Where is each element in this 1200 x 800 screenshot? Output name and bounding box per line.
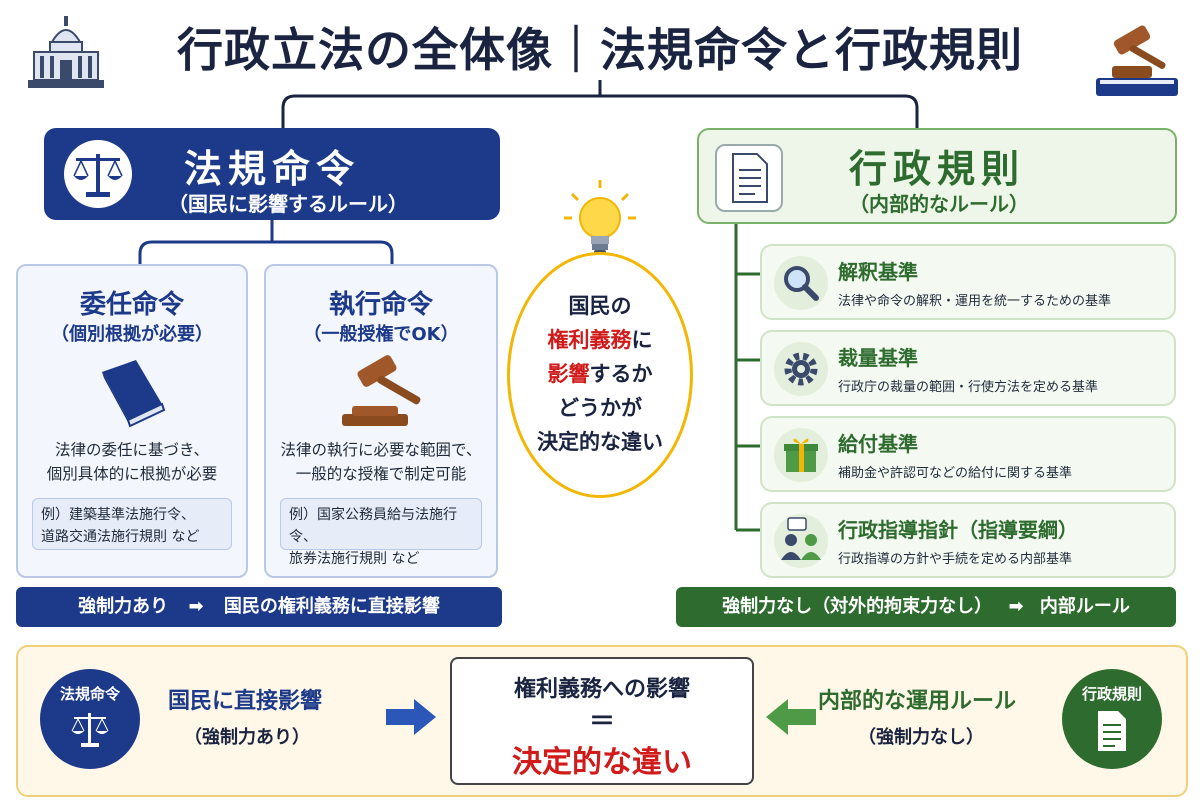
center-box-equals: ＝ [588,707,615,737]
summary-center-box: 権利義務への影響 ＝ 決定的な違い [450,657,754,785]
circle-label: 法規命令 [59,685,120,703]
card-example-line: 旅券法施行規則 など [289,551,420,567]
people-chat-icon [774,514,828,568]
card-desc-line: 一般的な授権で制定可能 [295,465,467,483]
bar-left-text: 強制力あり [78,596,169,617]
standard-title: 給付基準 [838,432,918,456]
page-title: 行政立法の全体像｜法規命令と行政規則 [177,23,1023,77]
oval-red: 権利義務 [547,328,632,352]
card-title: 執行命令 [328,290,433,320]
oval-text: に [631,328,653,352]
card-example: 例）国家公務員給与法施行令、 旅券法施行規則 など [280,498,482,567]
standard-item: 給付基準 補助金や許認可などの給付に関する基準 [760,416,1176,492]
center-box-top: 権利義務への影響 [513,677,690,702]
standard-title: 解釈基準 [838,260,918,284]
document-icon [715,144,783,212]
bar-right-text: 内部ルール [1039,596,1130,617]
oval-text: するか [589,362,653,386]
gear-icon [774,342,828,396]
key-difference-oval: 国民の 権利義務に 影響するか どうかが 決定的な違い [507,252,693,498]
gyosei-kisoku-header: 行政規則 （内部的なルール） [697,128,1177,224]
standard-item: 裁量基準 行政庁の裁量の範囲・行使方法を定める基準 [760,330,1176,406]
standard-desc: 行政庁の裁量の範囲・行使方法を定める基準 [838,380,1099,395]
scales-icon [71,713,109,747]
summary-circle-right: 行政規則 [1062,669,1162,769]
right-arrow-icon: ➡ [1008,596,1024,617]
scales-icon [64,140,132,208]
card-subtitle: （一般授権でOK） [303,324,459,345]
card-example-line: 道路交通法施行規則 など [41,529,200,545]
gavel-icon [336,352,436,432]
header-subtitle: （国民に影響するルール） [168,192,408,216]
standard-desc: 補助金や許認可などの給付に関する基準 [838,466,1073,481]
hoki-meirei-header: 法規命令 （国民に影響するルール） [44,128,500,220]
book-icon [92,354,172,430]
gavel-book-icon [1092,18,1182,102]
circle-label: 行政規則 [1081,685,1142,703]
lightbulb-icon [562,178,638,262]
no-coercive-force-bar: 強制力なし（対外的拘束力なし） ➡ 内部ルール [676,587,1176,627]
oval-line: 国民の [568,294,632,318]
bar-right-text: 国民の権利義務に直接影響 [223,596,440,617]
card-example: 例）建築基準法施行令、 道路交通法施行規則 など [32,498,232,550]
card-subtitle: （個別根拠が必要） [51,324,213,345]
standard-desc: 行政指導の方針や手続を定める内部基準 [838,552,1073,567]
standard-item: 解釈基準 法律や命令の解釈・運用を統一するための基準 [760,244,1176,320]
header-title: 法規命令 [184,147,361,191]
center-box-bottom: 決定的な違い [512,745,692,780]
header-subtitle: （内部的なルール） [849,192,1029,216]
card-inin-meirei: 委任命令 （個別根拠が必要） 法律の委任に基づき、 個別具体的に根拠が必要 例）… [16,264,248,578]
capitol-icon [24,12,108,92]
summary-right-main: 内部的な運用ルール [818,689,1017,714]
summary-panel: 法規命令 国民に直接影響 （強制力あり） 権利義務への影響 ＝ 決定的な違い 内… [16,645,1188,797]
oval-red: 影響 [547,362,590,386]
card-shikko-meirei: 執行命令 （一般授権でOK） 法律の執行に必要な範囲で、 一般的な授権で制定可能… [264,264,498,578]
card-example-line: 例）国家公務員給与法施行令、 [289,507,457,545]
document-icon [1098,711,1126,751]
magnifier-icon [774,256,828,310]
gift-icon [774,428,828,482]
oval-line: 決定的な違い [537,430,663,454]
bar-left-text: 強制力なし（対外的拘束力なし） [722,596,993,617]
card-desc-line: 法律の執行に必要な範囲で、 [280,441,482,459]
card-desc-line: 法律の委任に基づき、 [55,441,209,459]
summary-left-main: 国民に直接影響 [168,689,323,714]
coercive-force-bar: 強制力あり ➡ 国民の権利義務に直接影響 [16,587,502,627]
card-title: 委任命令 [79,290,184,320]
standard-item: 行政指導指針（指導要綱） 行政指導の方針や手続を定める内部基準 [760,502,1176,578]
card-example-line: 例）建築基準法施行令、 [41,507,195,523]
standard-desc: 法律や命令の解釈・運用を統一するための基準 [838,294,1112,309]
standard-title: 行政指導指針（指導要綱） [838,518,1078,542]
standard-title: 裁量基準 [838,346,918,370]
card-desc-line: 個別具体的に根拠が必要 [46,465,218,483]
header-title: 行政規則 [849,147,1026,191]
summary-circle-left: 法規命令 [40,669,140,769]
oval-line: どうかが [558,396,642,420]
arrow-right-icon [386,699,436,735]
arrow-left-icon [766,699,816,735]
summary-right-sub: （強制力なし） [858,727,984,748]
right-arrow-icon: ➡ [188,596,204,617]
summary-left-sub: （強制力あり） [184,727,310,748]
